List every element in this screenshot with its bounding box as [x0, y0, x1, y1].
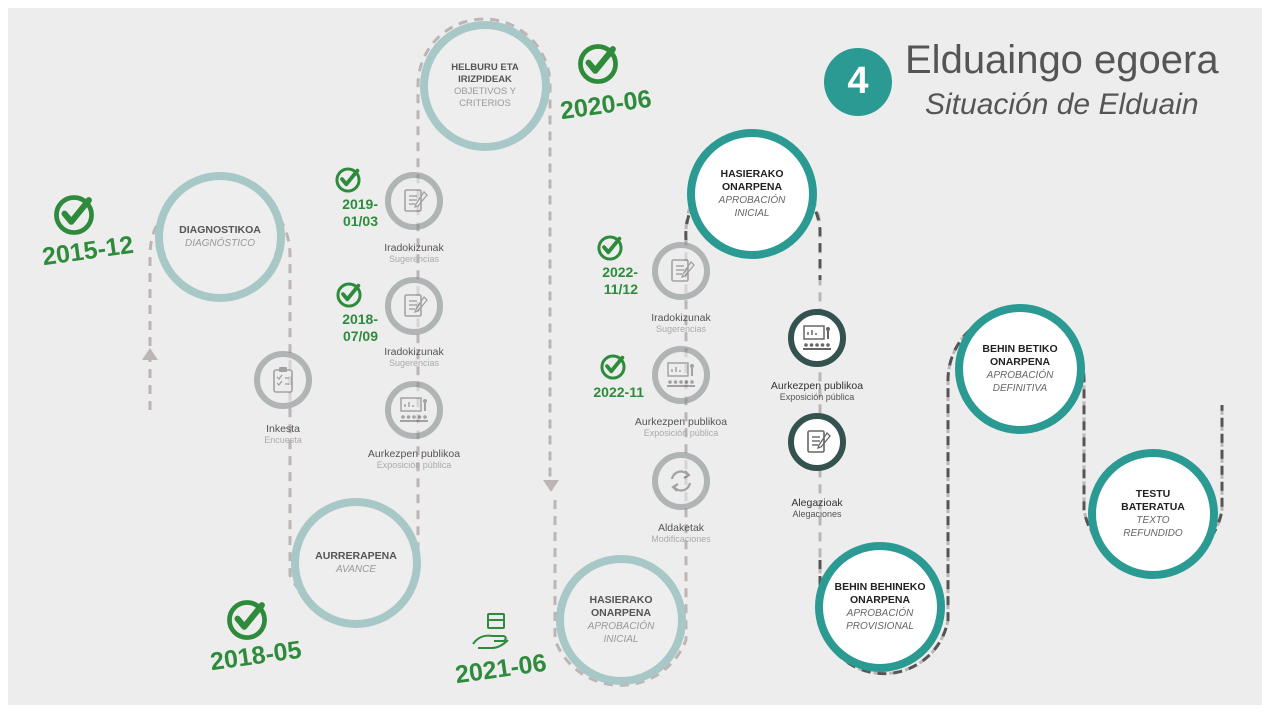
step-sublabel: Exposición pública	[779, 392, 855, 402]
step-sublabel: Sugerencias	[655, 324, 707, 334]
milestone-hasierako-2: HASIERAKO ONARPENA APROBACIÓN INICIAL	[692, 168, 812, 220]
check-icon	[229, 602, 264, 637]
milestone-sublabel: APROBACIÓN DEFINITIVA	[986, 370, 1054, 394]
clipboard-icon	[254, 351, 312, 409]
refresh-icon	[652, 452, 710, 510]
milestone-sublabel: APROBACIÓN INICIAL	[718, 195, 786, 219]
check-icon	[56, 197, 91, 232]
step-label: Inkesta	[266, 423, 300, 435]
document-edit-icon	[652, 242, 710, 300]
step-iradokizunak-2: Iradokizunak Sugerencias	[364, 346, 464, 368]
step-aldaketak: Aldaketak Modificaciones	[631, 522, 731, 544]
milestone-diagnostikoa: DIAGNOSTIKOA DIAGNÓSTICO	[160, 224, 280, 250]
milestone-sublabel: APROBACIÓN INICIAL	[587, 621, 655, 645]
timeline-arrow-up	[142, 348, 158, 360]
step-date: 2019- 01/03	[342, 196, 378, 229]
step-aurkezpen-1: Aurkezpen publikoa Exposición pública	[354, 448, 474, 470]
page-subtitle: Situación de Elduain	[925, 88, 1199, 121]
milestone-label: AURRERAPENA	[315, 550, 397, 562]
step-label: Iradokizunak	[651, 312, 711, 324]
milestone-label: TESTU BATERATUA	[1121, 488, 1185, 513]
step-label: Aurkezpen publikoa	[634, 416, 728, 428]
step-label: Alegazioak	[791, 497, 843, 509]
presentation-icon	[385, 381, 443, 439]
document-edit-icon	[385, 277, 443, 335]
step-sublabel: Alegaciones	[792, 509, 842, 519]
milestone-hasierako-1: HASIERAKO ONARPENA APROBACIÓN INICIAL	[561, 594, 681, 646]
milestone-helburu: HELBURU ETA IRIZPIDEAK OBJETIVOS Y CRITE…	[425, 62, 545, 110]
step-label: Aldaketak	[657, 522, 705, 534]
step-inkesta: Inkesta Encuesta	[233, 423, 333, 445]
document-edit-icon	[385, 172, 443, 230]
milestone-sublabel: APROBACIÓN PROVISIONAL	[846, 608, 914, 632]
step-alegazioak: Alegazioak Alegaciones	[767, 497, 867, 519]
milestone-aurrerapena: AURRERAPENA AVANCE	[296, 550, 416, 576]
milestone-behinbetiko: BEHIN BETIKO ONARPENA APROBACIÓN DEFINIT…	[955, 343, 1085, 395]
milestone-circle-diagnostikoa	[155, 172, 285, 302]
step-sublabel: Modificaciones	[651, 534, 711, 544]
step-sublabel: Exposición pública	[376, 460, 452, 470]
step-date: 2022- 11/12	[602, 264, 638, 297]
check-icon	[336, 282, 362, 308]
milestone-circle-hasierako-2	[687, 129, 817, 259]
step-label: Aurkezpen publikoa	[770, 380, 864, 392]
milestone-label: DIAGNOSTIKOA	[179, 224, 261, 236]
milestone-label: HASIERAKO ONARPENA	[720, 168, 784, 193]
presentation-icon	[788, 309, 846, 367]
check-icon	[597, 235, 623, 261]
milestone-circle-aurrerapena	[291, 498, 421, 628]
step-aurkezpen-3: Aurkezpen publikoa Exposición pública	[757, 380, 877, 402]
step-date: 2018- 07/09	[342, 311, 378, 344]
check-icon	[580, 46, 615, 81]
milestone-testu: TESTU BATERATUA TEXTO REFUNDIDO	[1093, 488, 1213, 540]
milestone-sublabel: OBJETIVOS Y CRITERIOS	[453, 86, 517, 109]
check-icon	[600, 354, 626, 380]
milestone-circle-testu	[1088, 449, 1218, 579]
step-sublabel: Encuesta	[264, 435, 302, 445]
presentation-icon	[652, 346, 710, 404]
step-label: Iradokizunak	[384, 346, 444, 358]
package-in-hand-icon	[472, 613, 509, 649]
document-edit-icon	[788, 413, 846, 471]
milestone-label: HASIERAKO ONARPENA	[589, 594, 653, 619]
milestone-label: BEHIN BETIKO ONARPENA	[982, 343, 1058, 368]
milestone-behinbehineko: BEHIN BEHINEKO ONARPENA APROBACIÓN PROVI…	[815, 581, 945, 633]
step-sublabel: Exposición pública	[643, 428, 719, 438]
milestone-circle-behinbehineko	[815, 542, 945, 672]
step-sublabel: Sugerencias	[388, 254, 440, 264]
timeline-arrow-down	[543, 480, 559, 492]
milestone-sublabel: DIAGNÓSTICO	[184, 238, 255, 249]
milestone-sublabel: TEXTO REFUNDIDO	[1123, 515, 1183, 539]
step-aurkezpen-2: Aurkezpen publikoa Exposición pública	[621, 416, 741, 438]
step-number-badge	[824, 48, 892, 116]
step-date: 2022-11	[593, 384, 644, 400]
milestone-sublabel: AVANCE	[335, 564, 377, 575]
milestone-circle-helburu	[420, 21, 550, 151]
step-sublabel: Sugerencias	[388, 358, 440, 368]
step-number: 4	[847, 60, 869, 102]
step-iradokizunak-1: Iradokizunak Sugerencias	[364, 242, 464, 264]
step-label: Aurkezpen publikoa	[367, 448, 461, 460]
milestone-circle-hasierako-1	[556, 555, 686, 685]
step-label: Iradokizunak	[384, 242, 444, 254]
check-icon	[335, 167, 361, 193]
milestone-label: HELBURU ETA IRIZPIDEAK	[451, 62, 519, 85]
page-title: Elduaingo egoera	[905, 38, 1219, 82]
step-iradokizunak-3: Iradokizunak Sugerencias	[631, 312, 731, 334]
milestone-label: BEHIN BEHINEKO ONARPENA	[834, 581, 926, 606]
milestone-circle-behinbetiko	[955, 304, 1085, 434]
